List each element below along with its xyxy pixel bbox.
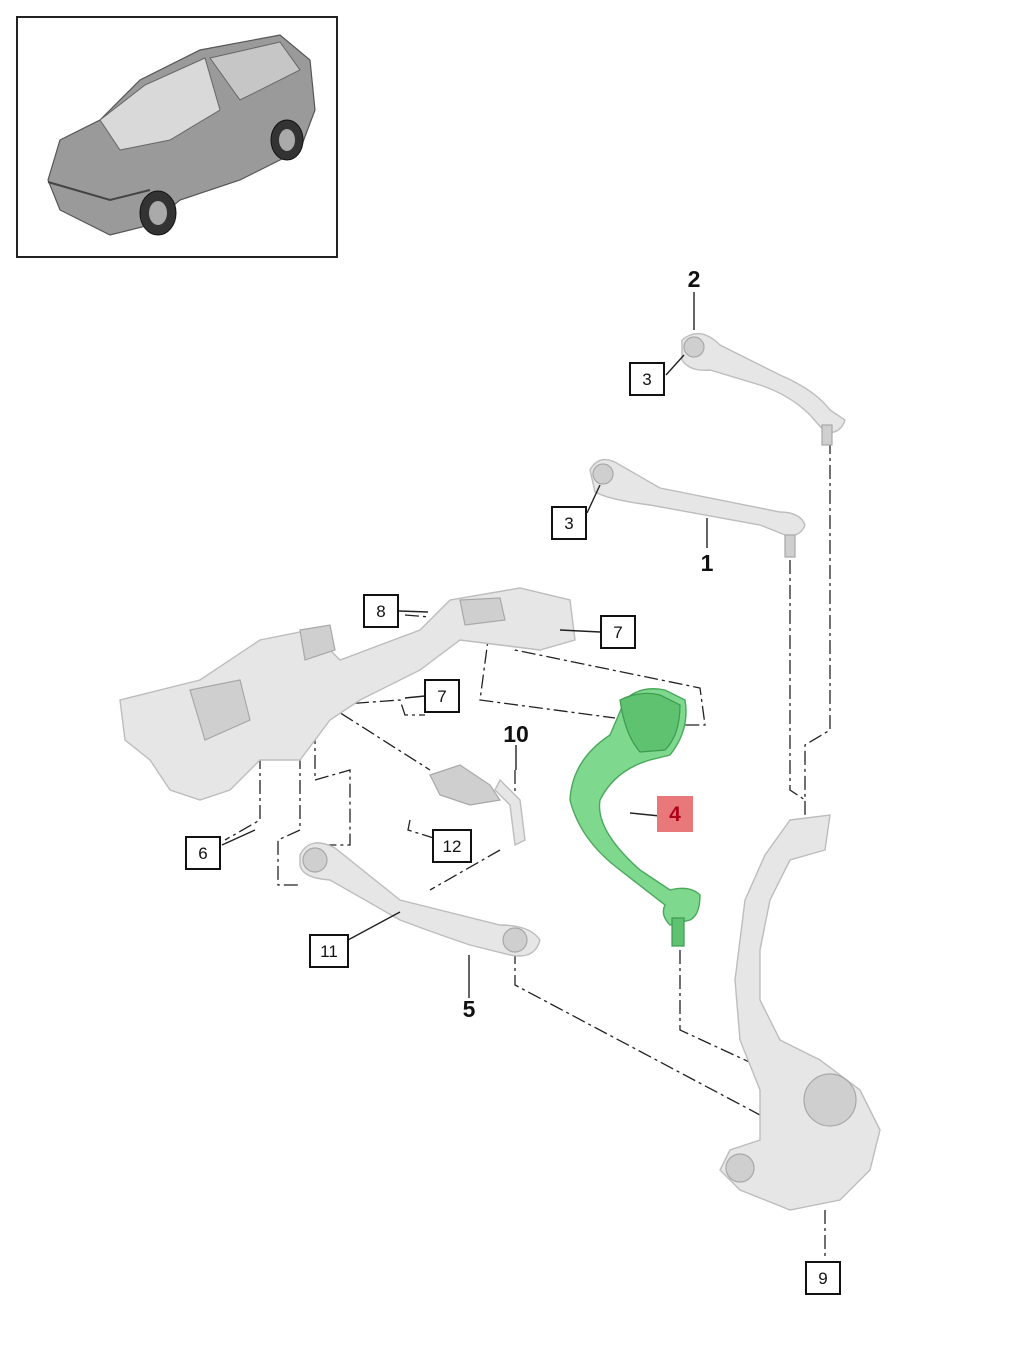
callout-5[interactable]: 5 [463,996,476,1022]
callout-6[interactable]: 6 [185,836,221,870]
svg-text:12: 12 [443,837,462,856]
leader-lines [221,292,708,998]
svg-text:9: 9 [818,1269,827,1288]
height-sensor-bracket [429,764,526,847]
svg-text:11: 11 [320,942,338,961]
lower-control-arm-5 [299,842,541,957]
callout-10[interactable]: 10 [503,721,529,747]
svg-text:8: 8 [376,602,385,621]
vehicle-thumbnail [16,16,338,258]
callout-1[interactable]: 1 [701,550,714,576]
callout-3-upper[interactable]: 3 [629,362,665,396]
callout-11[interactable]: 11 [309,934,349,968]
callout-7-lower[interactable]: 7 [424,679,460,713]
svg-text:3: 3 [642,370,651,389]
callout-8[interactable]: 8 [363,594,399,628]
svg-text:3: 3 [564,514,573,533]
svg-text:6: 6 [198,844,207,863]
svg-text:4: 4 [669,803,681,826]
callout-4-highlighted[interactable]: 4 [657,796,693,832]
upper-control-arm-2 [681,332,846,446]
subframe [119,587,576,801]
vehicle-suv-icon [47,34,316,236]
callout-2[interactable]: 2 [688,266,701,292]
callout-12[interactable]: 12 [432,829,472,863]
lower-control-arm-4-highlighted [569,688,701,947]
wheel-carrier [719,814,881,1211]
callout-7-upper[interactable]: 7 [600,615,636,649]
callout-9[interactable]: 9 [805,1261,841,1295]
svg-text:7: 7 [613,623,622,642]
callout-3-lower[interactable]: 3 [551,506,587,540]
svg-text:7: 7 [437,687,446,706]
upper-control-arm-1 [589,458,806,558]
